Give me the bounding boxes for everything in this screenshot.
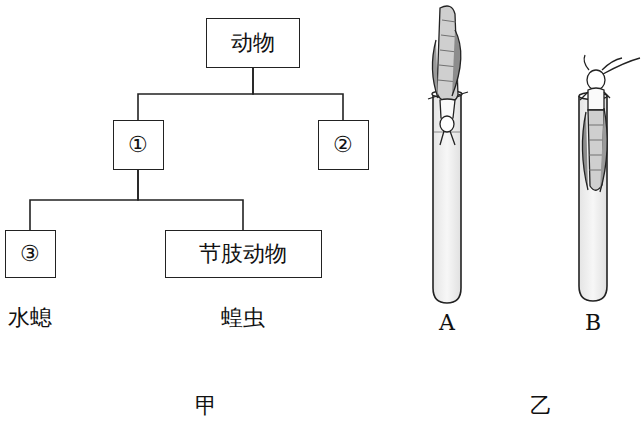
tube-letter: A [438, 311, 456, 335]
box-text: ② [333, 133, 353, 157]
tube-letter: B [584, 311, 602, 335]
tree-box: ③ [5, 230, 56, 278]
box-text: ① [128, 133, 148, 157]
example-name: 蝗虫 [220, 306, 266, 330]
example-name: 水螅 [7, 306, 53, 330]
tree-connector [138, 68, 253, 120]
figure-label: 甲 [194, 394, 218, 418]
grasshopper-b [580, 55, 640, 192]
test-tube-b [579, 93, 607, 302]
box-text: ③ [20, 242, 40, 266]
grasshopper-a [428, 6, 468, 145]
tree-box: ② [318, 120, 369, 170]
test-tube-a [432, 91, 462, 304]
tree-connector [253, 68, 343, 120]
tree-box: 动物 [206, 18, 300, 68]
figure-label: 乙 [529, 394, 553, 418]
box-text: 节肢动物 [199, 242, 287, 266]
tree-box: ① [113, 120, 164, 170]
tree-connector [30, 170, 138, 230]
tree-box: 节肢动物 [165, 230, 322, 278]
box-text: 动物 [231, 31, 275, 55]
tree-connector [138, 170, 243, 230]
